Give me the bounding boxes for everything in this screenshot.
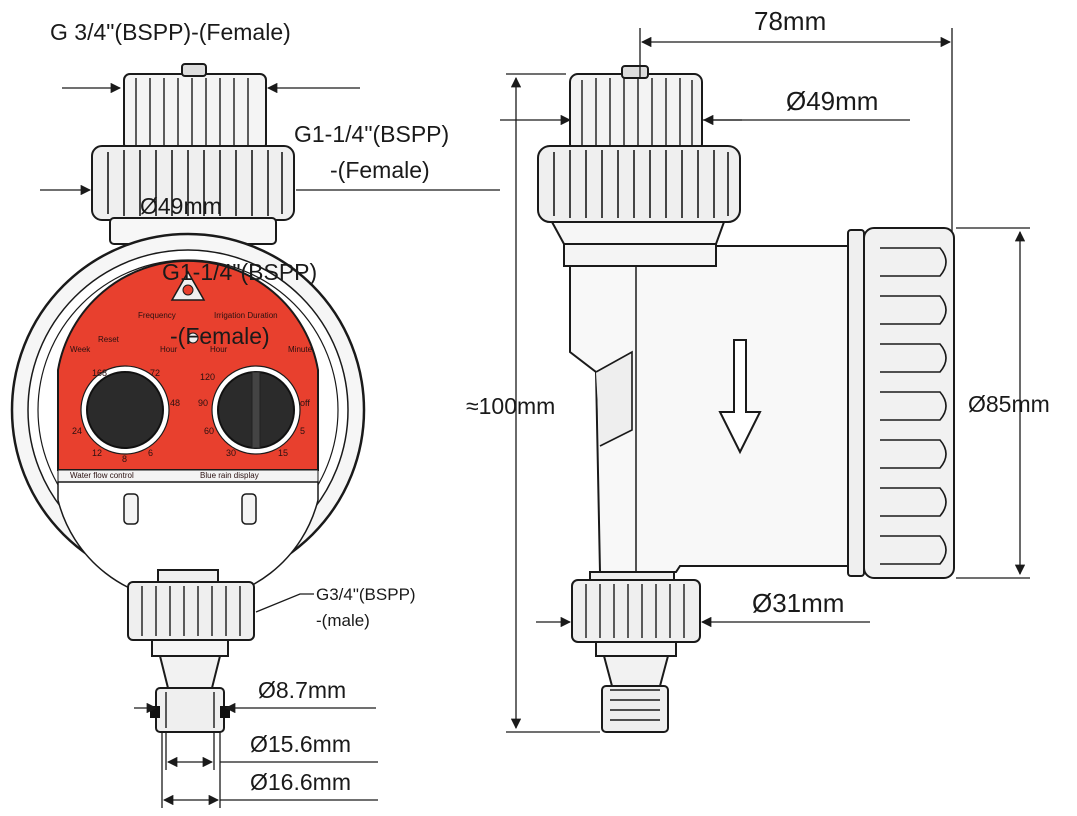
- label-bottom-thread-2: -(male): [316, 611, 370, 630]
- side-bottom-connector: [571, 571, 701, 733]
- label-side-thread-2: -(Female): [330, 157, 430, 183]
- label-dia-8-7: Ø8.7mm: [258, 677, 346, 703]
- label-height-100: ≈100mm: [466, 393, 555, 419]
- side-view: [537, 65, 955, 733]
- label-front-mid-thread-1: G1-1/4"(BSPP): [162, 259, 317, 285]
- left-dial-number: 6: [148, 448, 153, 458]
- left-dial-number: 168: [92, 368, 107, 378]
- panel-label-week: Week: [70, 345, 91, 354]
- top-cap: [123, 63, 267, 151]
- battery-slot-left: [123, 493, 139, 525]
- left-dial-number: 8: [122, 454, 127, 464]
- flow-direction-icon: [718, 339, 762, 455]
- coupling-nut: [91, 145, 295, 245]
- panel-label-reset: Reset: [98, 335, 120, 344]
- panel-label-minute: Minute: [288, 345, 313, 354]
- label-dia-16-6: Ø16.6mm: [250, 769, 351, 795]
- dimension-lines: [40, 28, 1030, 808]
- right-dial-number: 5: [300, 426, 305, 436]
- panel-label-frequency: Frequency: [138, 311, 176, 320]
- right-dial-number: off: [300, 398, 310, 408]
- right-dial-number: 30: [226, 448, 236, 458]
- side-top-cap: [569, 65, 703, 153]
- right-dial-number: 90: [198, 398, 208, 408]
- panel-label-hour-left: Hour: [160, 345, 178, 354]
- side-coupling-nut: [537, 145, 741, 267]
- panel-label-hour-right: Hour: [210, 345, 228, 354]
- label-bottom-thread-1: G3/4"(BSPP): [316, 585, 416, 604]
- side-body: [569, 227, 955, 579]
- left-dial-number: 12: [92, 448, 102, 458]
- label-front-mid-thread-2: -(Female): [170, 323, 270, 349]
- label-width-78: 78mm: [754, 6, 826, 36]
- front-view: [10, 63, 366, 733]
- label-side-thread-1: G1-1/4"(BSPP): [294, 121, 449, 147]
- label-front-diameter: Ø49mm: [140, 193, 222, 219]
- right-dial-number: 15: [278, 448, 288, 458]
- label-dia-15-6: Ø15.6mm: [250, 731, 351, 757]
- panel-label-irrigation: Irrigation Duration: [214, 311, 278, 320]
- battery-slot-right: [241, 493, 257, 525]
- label-dia-85: Ø85mm: [968, 391, 1050, 417]
- control-panel: [57, 259, 319, 603]
- right-dial-number: 120: [200, 372, 215, 382]
- label-side-dia-49: Ø49mm: [786, 86, 878, 116]
- frequency-dial[interactable]: [86, 371, 164, 449]
- left-dial-number: 48: [170, 398, 180, 408]
- panel-strip-left: Water flow control: [70, 471, 134, 480]
- label-dia-31: Ø31mm: [752, 588, 844, 618]
- left-dial-number: 72: [150, 368, 160, 378]
- label-top-thread: G 3/4"(BSPP)-(Female): [50, 19, 291, 45]
- right-dial-number: 60: [204, 426, 214, 436]
- panel-strip-right: Blue rain display: [200, 471, 259, 480]
- left-dial-number: 24: [72, 426, 82, 436]
